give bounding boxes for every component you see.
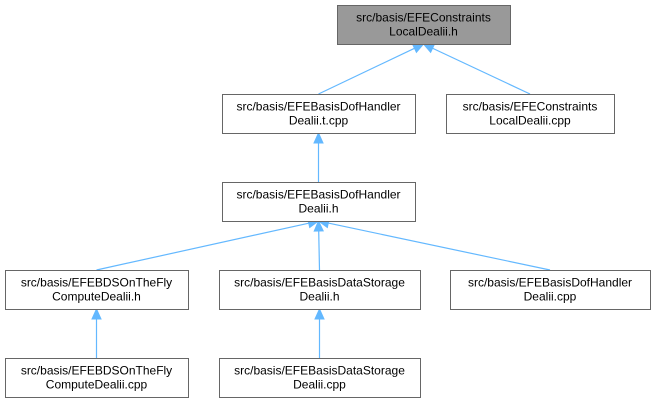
node-box (219, 358, 421, 398)
node-box (446, 94, 615, 134)
node-box (337, 5, 511, 45)
arrow-head-icon (411, 43, 425, 54)
node-box (5, 358, 189, 398)
node-label-line: src/basis/EFEBDSOnTheFly (21, 276, 172, 290)
node-label-line: src/basis/EFEBasisDofHandler (468, 276, 632, 290)
node-label-line: Dealii.h (298, 202, 338, 216)
node-label-line: src/basis/EFEConstraints (356, 11, 491, 25)
arrow-head-icon (422, 43, 436, 54)
node-label-line: Dealii.cpp (524, 290, 577, 304)
node-box (450, 270, 651, 310)
node-label-line: src/basis/EFEBasisDataStorage (234, 276, 405, 290)
node-label-line: ComputeDealii.cpp (46, 378, 148, 392)
edge-n8-to-n5 (314, 307, 325, 358)
node-label-line: Dealii.h (299, 290, 339, 304)
node-box (222, 94, 416, 134)
node-label-line: ComputeDealii.h (52, 290, 141, 304)
edge-n7-to-n4 (91, 307, 102, 358)
node-box (5, 270, 189, 310)
edge-line (318, 47, 415, 95)
node-label-line: LocalDealii.h (389, 25, 458, 39)
edge-n3-to-n1 (313, 131, 324, 182)
arrow-head-icon (314, 307, 325, 320)
node-box (222, 182, 416, 222)
node-label-line: Dealii.cpp (293, 378, 346, 392)
arrow-head-icon (91, 307, 102, 320)
edge-line (328, 222, 551, 271)
edge-n5-to-n3 (313, 219, 324, 271)
node-label-line: src/basis/EFEBDSOnTheFly (21, 364, 172, 378)
node-label-line: src/basis/EFEBasisDataStorage (234, 364, 405, 378)
node-label-line: src/basis/EFEBasisDofHandler (236, 100, 400, 114)
node-label-line: src/basis/EFEConstraints (463, 100, 598, 114)
node-layer: src/basis/EFEConstraintsLocalDealii.hsrc… (5, 5, 651, 398)
edge-n4-to-n3 (96, 218, 320, 271)
node-label-line: LocalDealii.cpp (489, 114, 571, 128)
node-label-line: Dealii.t.cpp (289, 114, 349, 128)
edge-n6-to-n3 (317, 218, 551, 271)
edge-n2-to-n0 (422, 43, 531, 95)
arrow-head-icon (313, 219, 324, 232)
edge-line (432, 47, 531, 95)
edge-line (96, 222, 309, 271)
arrow-head-icon (313, 131, 324, 144)
graph-node[interactable]: src/basis/EFEBDSOnTheFlyComputeDealii.cp… (5, 358, 189, 398)
node-box (219, 270, 421, 310)
node-label-line: src/basis/EFEBasisDofHandler (236, 188, 400, 202)
edge-line (318, 230, 321, 271)
edge-n1-to-n0 (318, 43, 425, 95)
